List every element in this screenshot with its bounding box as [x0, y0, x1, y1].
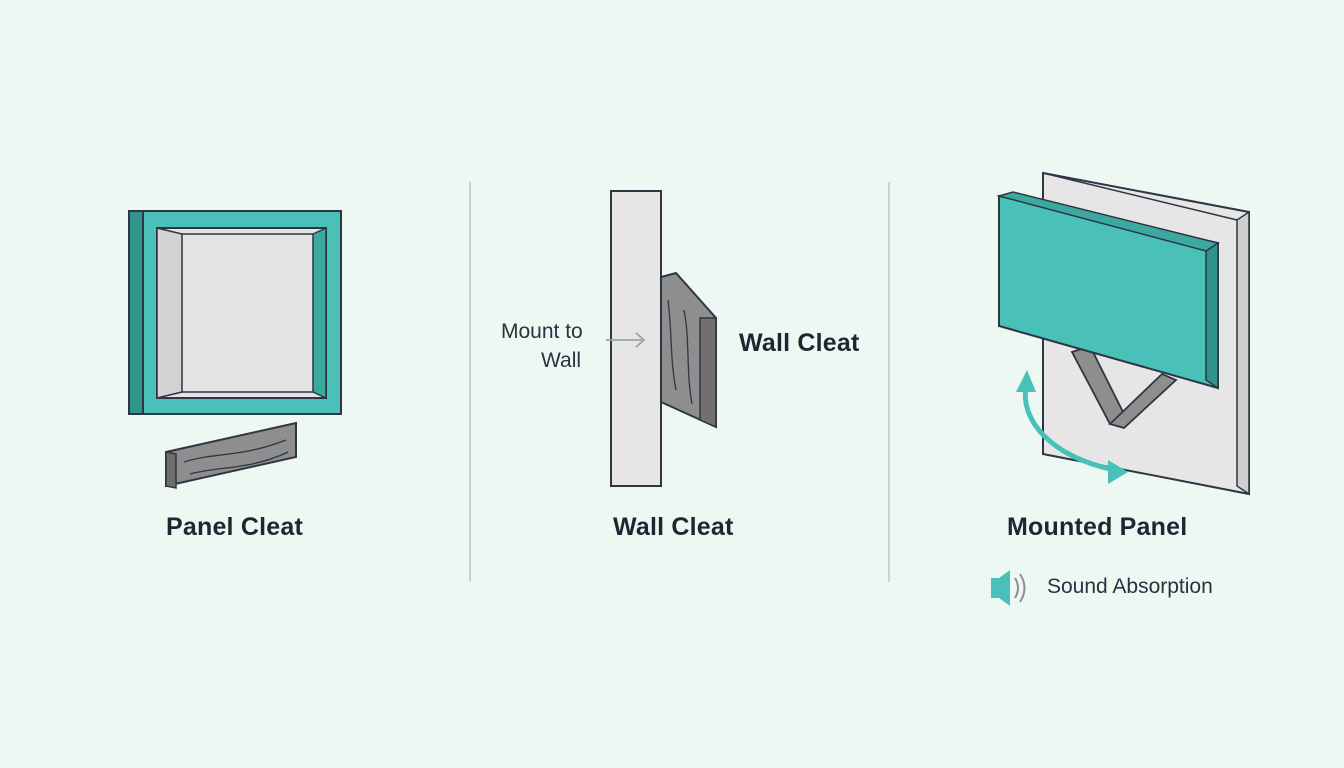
speaker-icon [991, 570, 1026, 606]
panel-cleat-title: Panel Cleat [166, 513, 303, 541]
sound-absorption-label: Sound Absorption [1047, 575, 1213, 598]
panel-frame [128, 210, 342, 415]
wall-cleat-title: Wall Cleat [613, 513, 734, 541]
wall-cleat-callout: Wall Cleat [739, 329, 860, 357]
mount-annotation-line2: Wall [541, 349, 582, 372]
mount-arrow [606, 332, 646, 348]
wall-slab [610, 190, 662, 487]
panel-cleat-board [165, 421, 297, 489]
mounting-motion-arrow [1016, 370, 1128, 484]
mount-annotation-line1: Mount to [501, 320, 583, 343]
mounted-panel [996, 191, 1220, 390]
mounted-panel-title: Mounted Panel [1007, 513, 1188, 541]
wall-cleat-piece [660, 271, 717, 429]
